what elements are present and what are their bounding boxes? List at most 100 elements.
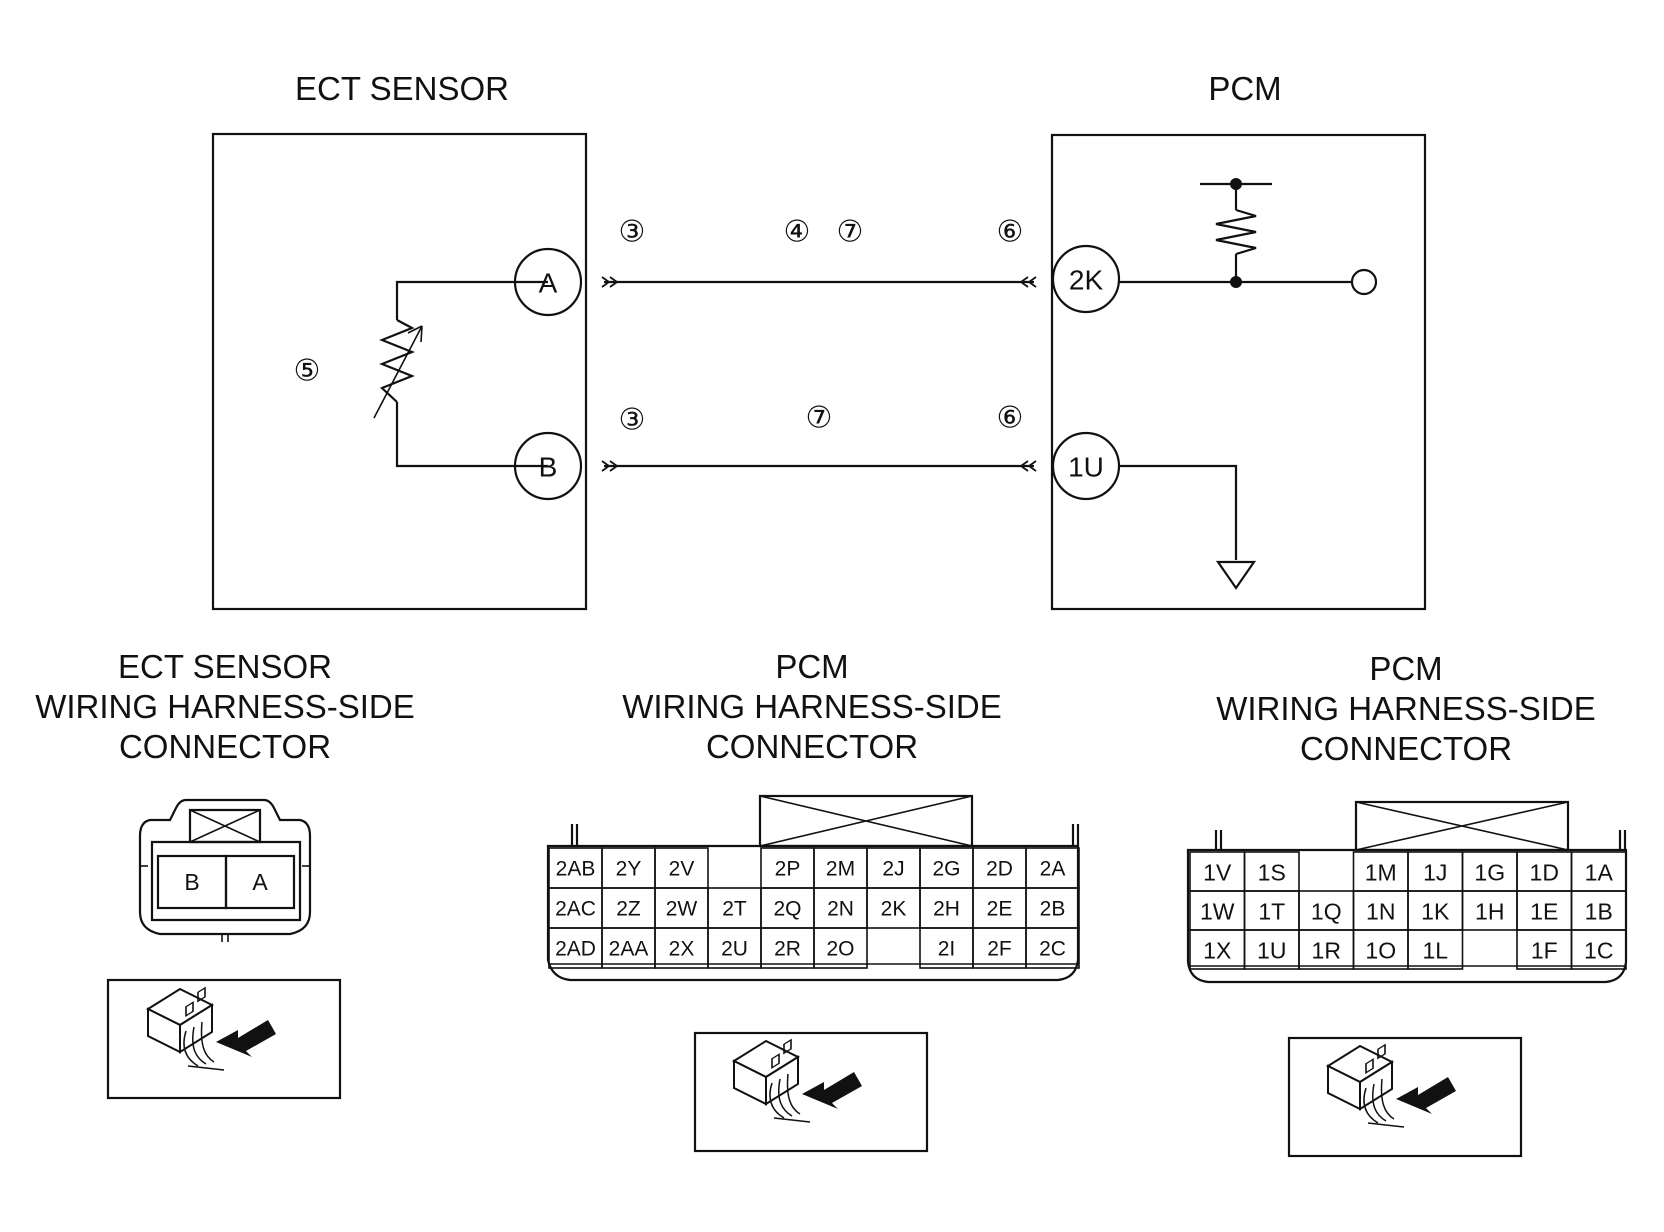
pin-label-2k: 2K <box>881 898 907 921</box>
pcm-ground-line <box>1119 464 1238 560</box>
pin-cell <box>1570 929 1627 970</box>
connector-view-icon <box>1327 1043 1457 1128</box>
pin-label-1g: 1G <box>1474 860 1505 886</box>
callout-6-b: ⑥ <box>997 402 1024 435</box>
pin-label-1s: 1S <box>1258 860 1286 886</box>
pcm1-view-direction-box <box>1287 1036 1523 1158</box>
pin-label-1h: 1H <box>1475 899 1504 925</box>
connector-view-icon <box>147 986 277 1071</box>
pcm2-view-direction-box <box>693 1031 929 1153</box>
pin-label-2n: 2N <box>827 898 854 921</box>
pin-label-2z: 2Z <box>616 898 641 921</box>
pin-label-1e: 1E <box>1530 899 1558 925</box>
pcm2-connector-title-2: WIRING HARNESS-SIDE <box>622 688 1002 725</box>
pin-label-2ab: 2AB <box>556 858 596 881</box>
pin-label-2ad: 2AD <box>555 938 596 961</box>
pull-up-resistor-symbol <box>1215 208 1257 256</box>
sensor-wire-b-internal <box>395 402 548 468</box>
pcm1-connector-title-1: PCM <box>1369 650 1442 687</box>
pin-label-2aa: 2AA <box>609 938 649 961</box>
terminal-a-label: A <box>539 268 558 299</box>
pin-label-2o: 2O <box>826 938 854 961</box>
callout-7-b: ⑦ <box>806 402 833 435</box>
variable-resistor-arrow <box>373 325 423 419</box>
sensor-wire-a-internal <box>395 280 548 320</box>
pcm-box <box>1050 133 1427 611</box>
ect-connector-title-2: WIRING HARNESS-SIDE <box>35 688 415 725</box>
ect-sensor-title: ECT SENSOR <box>295 70 509 107</box>
pcm1-connector-face <box>1186 800 1628 984</box>
callout-4: ④ <box>784 216 811 249</box>
pin-label-2d: 2D <box>986 858 1013 881</box>
pcm1-connector-title-3: CONNECTOR <box>1300 730 1512 767</box>
pin-label-2x: 2X <box>669 938 695 961</box>
junction-dot <box>1230 178 1242 190</box>
terminal-2k <box>1051 244 1121 314</box>
callout-7-a: ⑦ <box>837 216 864 249</box>
pin-label-2q: 2Q <box>773 898 801 921</box>
pin-label-2t: 2T <box>722 898 747 921</box>
ect-pin-a: A <box>252 869 268 895</box>
pin-label-1f: 1F <box>1531 938 1558 964</box>
pin-label-1k: 1K <box>1421 899 1450 925</box>
ect-connector-title-3: CONNECTOR <box>119 728 331 765</box>
pin-label-2w: 2W <box>666 898 698 921</box>
pin-label-2y: 2Y <box>616 858 642 881</box>
pin-label-1t: 1T <box>1258 899 1285 925</box>
callout-5: ⑤ <box>294 355 321 388</box>
pin-label-1b: 1B <box>1585 899 1613 925</box>
pin-label-2v: 2V <box>669 858 695 881</box>
pcm2-connector-title-1: PCM <box>775 648 848 685</box>
pcm2-connector-title-3: CONNECTOR <box>706 728 918 765</box>
pin-label-2u: 2U <box>721 938 748 961</box>
connector-view-icon <box>733 1038 863 1123</box>
pin-label-1l: 1L <box>1422 938 1448 964</box>
pin-label-2j: 2J <box>882 858 904 881</box>
pin-label-1n: 1N <box>1366 899 1395 925</box>
pcm-title: PCM <box>1208 70 1281 107</box>
ect-sensor-box <box>211 132 588 611</box>
pin-label-1a: 1A <box>1585 860 1614 886</box>
pin-cell <box>813 927 868 969</box>
pin-label-2i: 2I <box>938 938 956 961</box>
terminal-a <box>513 247 583 317</box>
callout-3-a: ③ <box>619 216 646 249</box>
pin-label-1w: 1W <box>1200 899 1235 925</box>
pin-label-2p: 2P <box>775 858 801 881</box>
pin-label-1v: 1V <box>1203 860 1232 886</box>
pin-label-1d: 1D <box>1530 860 1559 886</box>
pin-label-2m: 2M <box>826 858 855 881</box>
pin-label-1m: 1M <box>1365 860 1397 886</box>
pin-label-2b: 2B <box>1040 898 1066 921</box>
pin-label-1q: 1Q <box>1311 899 1342 925</box>
terminal-1u-label: 1U <box>1068 452 1104 483</box>
pin-label-2g: 2G <box>932 858 960 881</box>
pin-label-2a: 2A <box>1040 858 1066 881</box>
pin-label-1c: 1C <box>1584 938 1613 964</box>
callout-3-b: ③ <box>619 404 646 437</box>
pin-label-1o: 1O <box>1365 938 1396 964</box>
pin-label-2c: 2C <box>1039 938 1066 961</box>
ect-connector-title-1: ECT SENSOR <box>118 648 332 685</box>
ect-pin-b: B <box>184 869 199 895</box>
thermistor-symbol <box>379 319 415 403</box>
pin-label-1j: 1J <box>1423 860 1447 886</box>
pin-label-1x: 1X <box>1203 938 1231 964</box>
pin-label-2e: 2E <box>987 898 1013 921</box>
terminal-b-label: B <box>539 452 558 483</box>
pin-label-1u: 1U <box>1257 938 1286 964</box>
ect-view-direction-box <box>106 978 342 1100</box>
pin-label-2ac: 2AC <box>555 898 596 921</box>
pin-label-2r: 2R <box>774 938 801 961</box>
terminal-2k-label: 2K <box>1069 265 1104 296</box>
callout-6-a: ⑥ <box>997 216 1024 249</box>
terminal-b <box>513 431 583 501</box>
pcm1-connector-title-2: WIRING HARNESS-SIDE <box>1216 690 1596 727</box>
junction-dot <box>1230 276 1242 288</box>
pin-label-2f: 2F <box>987 938 1012 961</box>
ground-icon <box>1215 560 1257 590</box>
pcm-input-node <box>1350 268 1378 296</box>
